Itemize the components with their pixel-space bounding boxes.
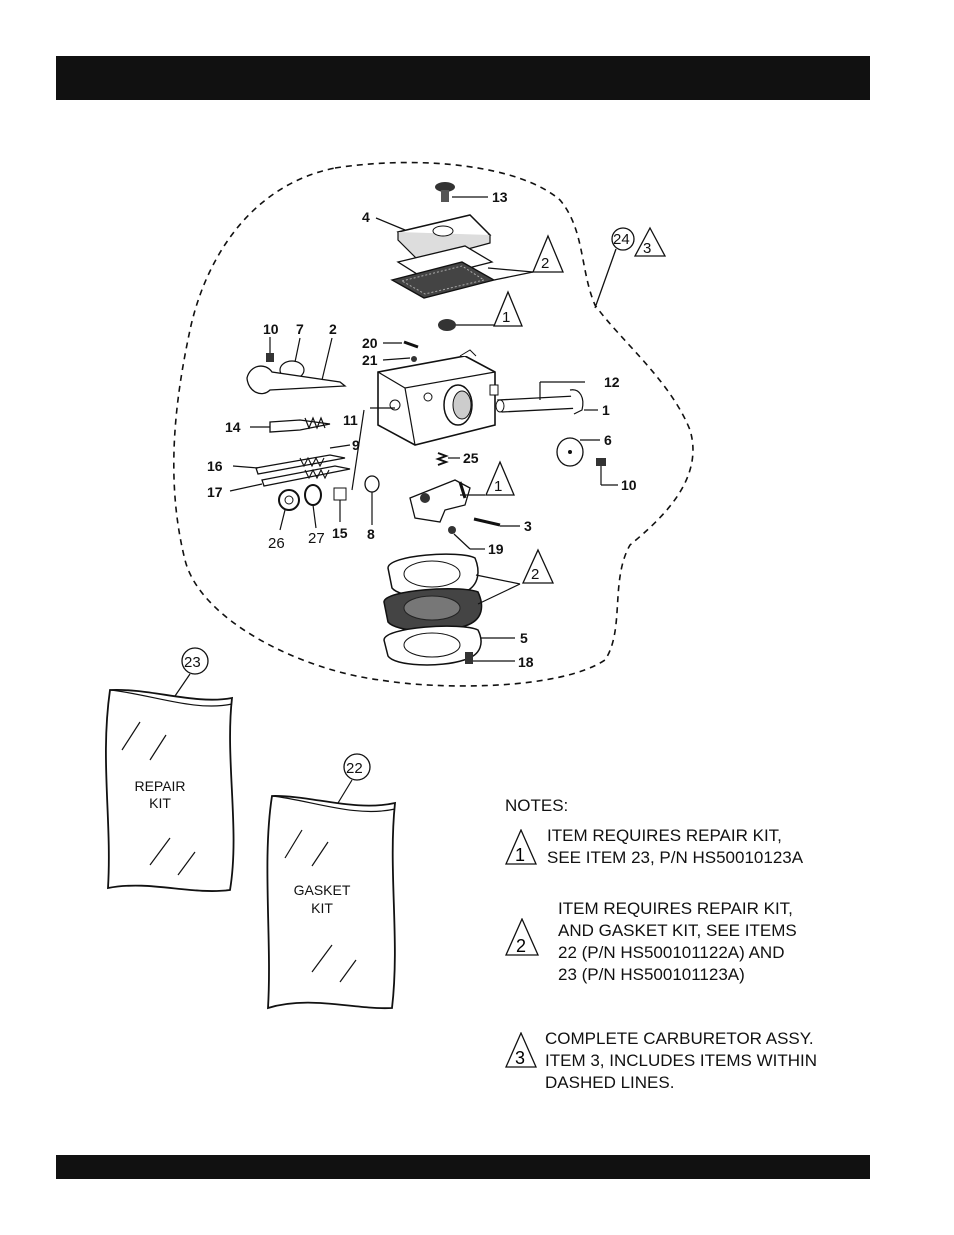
callout-18: 18 [518,654,534,670]
screw-25-part [435,452,460,466]
callout-16: 16 [207,458,223,474]
choke-shaft-part [495,381,598,415]
note-2-line-4: 23 (P/N HS500101123A) [558,965,745,984]
repair-kit-label-line1: REPAIR [134,778,185,794]
note-1-triangle: 1 [505,829,537,865]
callout-6: 6 [604,432,612,448]
throttle-lever-part [246,337,347,395]
callout-3-pin: 3 [524,518,532,534]
assembly-dashed-boundary [173,161,694,687]
callout-26: 26 [268,535,285,552]
callout-14: 14 [225,419,241,435]
choke-plate-part [556,437,618,486]
pump-gaskets-part [390,245,534,299]
note-3-marker: 3 [515,1048,525,1068]
callout-27: 27 [308,530,325,547]
note-3-line-3: DASHED LINES. [545,1073,675,1092]
note-3-line-2: ITEM 3, INCLUDES ITEMS WITHIN [545,1051,818,1070]
note-2-line-1: ITEM REQUIRES REPAIR KIT, [558,899,793,918]
callout-15: 15 [332,525,348,541]
adjust-needle-14-part [250,416,331,433]
mixture-needles-part [229,409,365,492]
note-3-line-1: COMPLETE CARBURETOR ASSY. [545,1029,814,1048]
callout-2-shaft: 2 [329,321,337,337]
washer-oring-part [278,475,380,531]
callout-9: 9 [352,437,360,453]
callout-1-upper: 1 [502,309,510,326]
idle-screw-part [382,340,419,362]
callout-19: 19 [488,541,504,557]
callout-12: 12 [604,374,620,390]
callout-2-top: 2 [541,255,549,272]
note-2-triangle: 2 [505,918,539,956]
note-2-line-3: 22 (P/N HS500101122A) AND [558,943,785,962]
callout-1-shaft: 1 [602,402,610,418]
callout-20: 20 [362,335,378,351]
note-3-triangle: 3 [505,1032,537,1068]
gasket-kit-label-line1: GASKET [294,882,351,898]
notes-title: NOTES: [505,796,569,815]
note-2-marker: 2 [516,936,526,956]
callout-22: 22 [346,760,363,777]
callout-5: 5 [520,630,528,646]
metering-lever-part: 1 [409,460,520,550]
inlet-screen-part: 1 [438,290,523,331]
callout-23: 23 [184,654,201,671]
callout-3-top: 3 [643,240,651,257]
callout-24: 24 [613,231,630,248]
gasket-kit-label-line2: KIT [311,900,333,916]
callout-17: 17 [207,484,223,500]
screw-13-part [435,182,488,202]
callout-10-right: 10 [621,477,637,493]
callout-25: 25 [463,450,479,466]
callout-4: 4 [362,209,370,225]
callout-11: 11 [343,412,358,428]
callout-21: 21 [362,352,378,368]
lower-gaskets-part: 2 [383,548,555,666]
header-bar [56,56,870,100]
footer-bar [56,1155,870,1179]
repair-kit-label-line2: KIT [149,795,171,811]
note-1-marker: 1 [515,845,525,865]
callout-24-group: 24 3 [594,226,667,309]
callout-2-lower: 2 [531,566,539,583]
callout-7: 7 [296,321,304,337]
note-2-line-2: AND GASKET KIT, SEE ITEMS [558,921,797,940]
callout-1-middle: 1 [494,478,502,495]
carburetor-body-part [370,349,499,446]
note-1-line-1: ITEM REQUIRES REPAIR KIT, [547,826,782,845]
callout-13: 13 [492,189,508,205]
gasket-kit-bag: 22 GASKET KIT [266,753,397,1010]
repair-kit-bag: 23 REPAIR KIT [105,647,235,892]
callout-8: 8 [367,526,375,542]
callout-10-left: 10 [263,321,279,337]
note-2-marker-top: 2 [532,234,564,273]
note-1-line-2: SEE ITEM 23, P/N HS50010123A [547,848,804,867]
